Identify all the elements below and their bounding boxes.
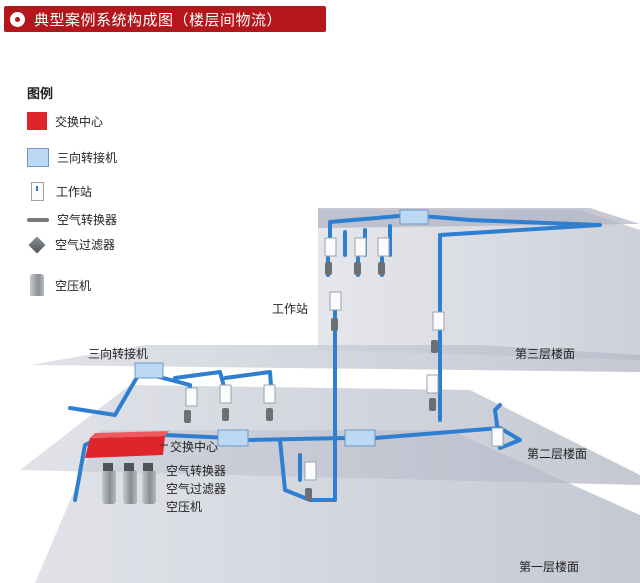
- compressor-group: [102, 470, 156, 504]
- air-filter-icon: [28, 236, 46, 253]
- three-way-diverter-icon: [27, 148, 49, 167]
- three-way-diverter-top: [399, 209, 429, 225]
- air-converter-label: 空气转换器: [166, 464, 227, 478]
- legend-label: 交换中心: [55, 114, 104, 129]
- carriers: [184, 262, 438, 501]
- three-way-diverter-label: 三向转接机: [88, 347, 149, 361]
- legend-item-workstation: 工作站: [27, 182, 92, 201]
- legend-item-three-way-diverter: 三向转接机: [27, 148, 117, 167]
- air-filter-label: 空气过滤器: [166, 482, 227, 496]
- air-converter-icon: [27, 217, 49, 222]
- three-way-diverter-mid: [217, 429, 249, 447]
- three-way-diverter-left: [134, 362, 164, 379]
- diagram-title: 典型案例系统构成图（楼层间物流）: [34, 10, 283, 29]
- second-floor-plane: [20, 385, 640, 485]
- workstations: [185, 237, 504, 481]
- legend-label: 空气过滤器: [55, 238, 116, 252]
- air-compressor-icon: [30, 274, 44, 296]
- transfer-center-label: 交换中心: [170, 440, 219, 454]
- legend-label: 工作站: [56, 185, 93, 199]
- transfer-center-icon: [27, 112, 47, 130]
- three-way-diverter-right: [344, 429, 376, 447]
- workstation-label: 工作站: [272, 302, 309, 316]
- legend-item-air-filter: 空气过滤器: [27, 236, 115, 253]
- third-floor-label: 第三层楼面: [515, 347, 576, 361]
- transfer-center: [85, 431, 169, 458]
- legend-item-air-compressor: 空压机: [27, 274, 91, 296]
- filter-group: [103, 463, 153, 471]
- third-floor-plane-upper: [318, 210, 640, 360]
- legend-item-air-converter: 空气转换器: [27, 211, 117, 228]
- workstation-icon: [31, 182, 44, 201]
- legend-label: 三向转接机: [57, 151, 118, 165]
- first-floor-label: 第一层楼面: [519, 560, 580, 574]
- bullet-icon: [10, 11, 25, 27]
- second-floor-label: 第二层楼面: [527, 447, 588, 461]
- legend-label: 空气转换器: [57, 213, 118, 227]
- legend-label: 空压机: [55, 278, 92, 293]
- legend-title: 图例: [27, 87, 54, 102]
- legend-item-transfer-center: 交换中心: [27, 112, 103, 130]
- air-compressor-label: 空压机: [166, 500, 203, 514]
- title-bar: 典型案例系统构成图（楼层间物流）: [4, 6, 326, 32]
